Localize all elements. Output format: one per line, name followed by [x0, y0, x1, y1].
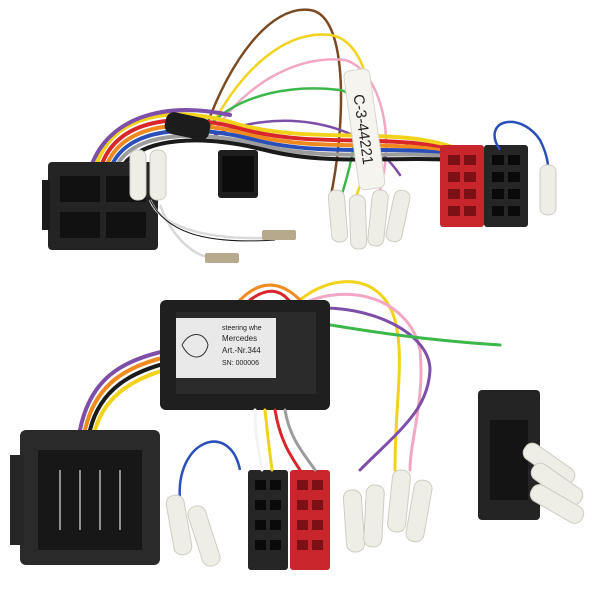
bottom-blue-loop	[178, 440, 242, 501]
bottom-pin-sleeve-fan	[342, 469, 433, 553]
box-label-line3: Art.-Nr.344	[222, 346, 261, 355]
box-label-line4: SN: 000006	[222, 360, 259, 367]
top-iso-red	[440, 145, 484, 227]
top-left-sleeves	[129, 149, 167, 201]
bottom-right-pin-sleeves	[522, 442, 585, 524]
top-iso-black	[484, 145, 528, 227]
top-pin-sleeve-fan	[327, 189, 411, 250]
box-label-line2: Mercedes	[222, 334, 257, 343]
top-heat-sleeve	[164, 112, 211, 141]
interface-box: steering whe Mercedes Art.-Nr.344 SN: 00…	[160, 300, 330, 410]
bottom-left-connector	[10, 430, 160, 565]
top-harness: C-3-44221	[42, 8, 557, 263]
bottom-left-pin-sleeves	[165, 494, 221, 567]
bottom-right-connector	[478, 390, 540, 520]
top-main-bundle	[88, 108, 480, 172]
box-label-line1: steering whe	[222, 325, 262, 332]
top-white-wires	[148, 199, 276, 260]
top-mini-connector	[218, 150, 258, 198]
top-right-pin-sleeve	[539, 164, 557, 216]
bottom-iso-black	[248, 470, 288, 570]
bottom-harness: steering whe Mercedes Art.-Nr.344 SN: 00…	[10, 280, 585, 570]
bottom-iso-red	[290, 470, 330, 570]
loose-pin-terminals	[205, 230, 296, 263]
bottom-iso-wires	[253, 408, 317, 472]
